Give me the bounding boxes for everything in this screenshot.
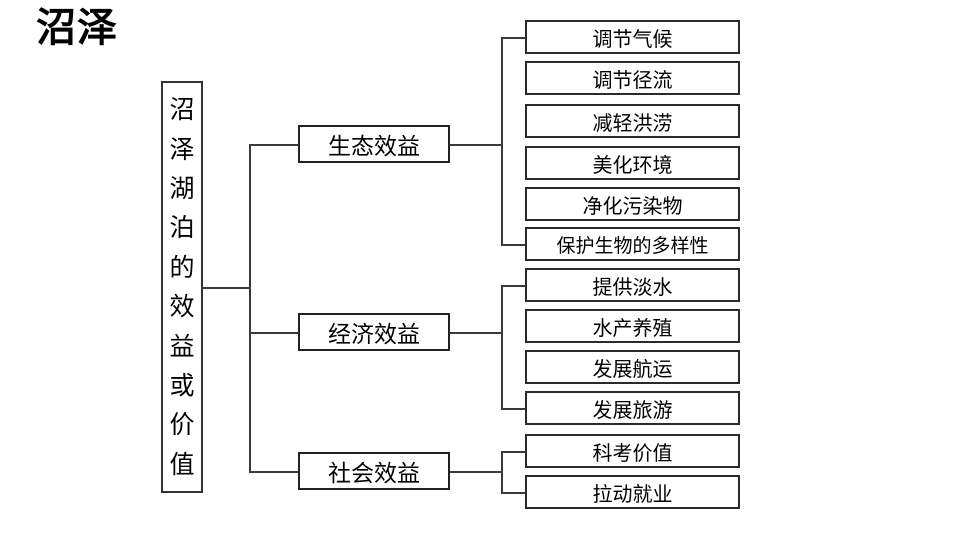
branch-node-label: 生态效益 — [328, 134, 420, 160]
connector-branch1-leaf-bottom — [501, 408, 526, 410]
connector-branch0-leaf-top — [501, 37, 526, 39]
leaf-label: 减轻洪涝 — [592, 110, 673, 135]
connector-branch0-stub — [450, 144, 502, 146]
root-char: 的 — [169, 252, 195, 282]
leaf-label: 提供淡水 — [592, 274, 673, 299]
root-node-label: 沼 泽 湖 泊 的 效 益 或 价 值 — [163, 83, 201, 491]
root-char: 或 — [169, 370, 195, 400]
root-char: 值 — [169, 449, 195, 479]
branch-node-label: 社会效益 — [328, 461, 420, 487]
page-title: 沼泽 — [36, 5, 118, 51]
leaf-label: 拉动就业 — [592, 481, 673, 506]
leaf-node: 发展旅游 — [525, 391, 740, 425]
leaf-node: 美化环境 — [525, 146, 740, 180]
leaf-label: 发展航运 — [592, 356, 673, 381]
branch-node-economic: 经济效益 — [298, 313, 450, 351]
root-char: 益 — [169, 331, 195, 361]
leaf-label: 水产养殖 — [592, 315, 673, 340]
branch-node-social: 社会效益 — [298, 452, 450, 490]
root-char: 价 — [169, 410, 195, 440]
branch-node-label: 经济效益 — [328, 322, 420, 348]
leaf-label: 发展旅游 — [592, 397, 673, 422]
leaf-node: 保护生物的多样性 — [525, 227, 740, 261]
leaf-node: 提供淡水 — [525, 268, 740, 302]
connector-branch2-leaf-bottom — [501, 492, 526, 494]
leaf-label: 调节气候 — [592, 26, 673, 51]
root-char: 湖 — [169, 174, 195, 204]
connector-branch0-leaf-bottom — [501, 244, 526, 246]
leaf-node: 调节径流 — [525, 61, 740, 95]
leaf-node: 水产养殖 — [525, 309, 740, 343]
root-char: 效 — [169, 292, 195, 322]
root-char: 泊 — [169, 213, 195, 243]
root-node: 沼 泽 湖 泊 的 效 益 或 价 值 — [161, 81, 203, 493]
leaf-node: 净化污染物 — [525, 187, 740, 221]
connector-branch1-spine — [501, 285, 503, 409]
connector-to-branch-0 — [249, 144, 298, 146]
leaf-node: 科考价值 — [525, 434, 740, 468]
root-char: 泽 — [169, 134, 195, 164]
connector-branch1-leaf-top — [501, 285, 526, 287]
leaf-node: 拉动就业 — [525, 475, 740, 509]
leaf-node: 发展航运 — [525, 350, 740, 384]
connector-root-stub — [203, 287, 251, 289]
leaf-label: 调节径流 — [592, 67, 673, 92]
connector-branch0-spine — [501, 37, 503, 245]
connector-to-branch-1 — [249, 332, 298, 334]
leaf-label: 保护生物的多样性 — [556, 234, 709, 257]
branch-node-ecological: 生态效益 — [298, 125, 450, 163]
connector-branch2-leaf-top — [501, 451, 526, 453]
leaf-label: 净化污染物 — [582, 193, 683, 218]
leaf-label: 科考价值 — [592, 440, 673, 465]
leaf-label: 美化环境 — [592, 152, 673, 177]
connector-branch2-stub — [450, 471, 502, 473]
leaf-node: 减轻洪涝 — [525, 104, 740, 138]
connector-branch2-spine — [501, 451, 503, 493]
leaf-node: 调节气候 — [525, 20, 740, 54]
connector-branch1-stub — [450, 332, 502, 334]
connector-level1-spine — [249, 144, 251, 471]
connector-to-branch-2 — [249, 471, 298, 473]
root-char: 沼 — [169, 95, 195, 125]
